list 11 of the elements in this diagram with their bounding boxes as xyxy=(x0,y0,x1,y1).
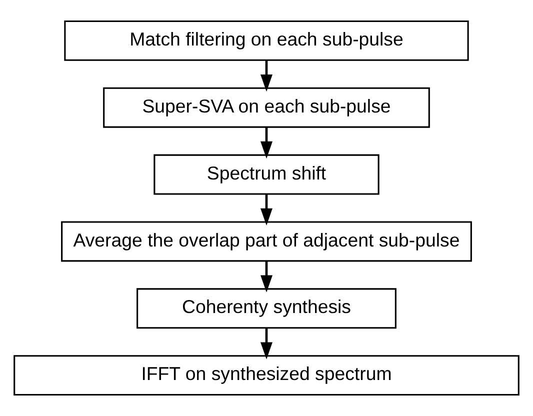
arrow xyxy=(260,328,272,360)
node-box: Average the overlap part of adjacent sub-pulse xyxy=(61,221,472,262)
arrow xyxy=(260,194,272,226)
arrow xyxy=(260,261,272,292)
node-box: Match filtering on each sub-pulse xyxy=(64,20,469,61)
arrow xyxy=(260,127,272,159)
node-box: Spectrum shift xyxy=(154,154,380,195)
arrow xyxy=(260,60,272,92)
node-box: IFFT on synthesized spectrum xyxy=(14,355,520,396)
node-box: Super-SVA on each sub-pulse xyxy=(103,87,430,128)
node-box: Coherenty synthesis xyxy=(136,288,396,329)
